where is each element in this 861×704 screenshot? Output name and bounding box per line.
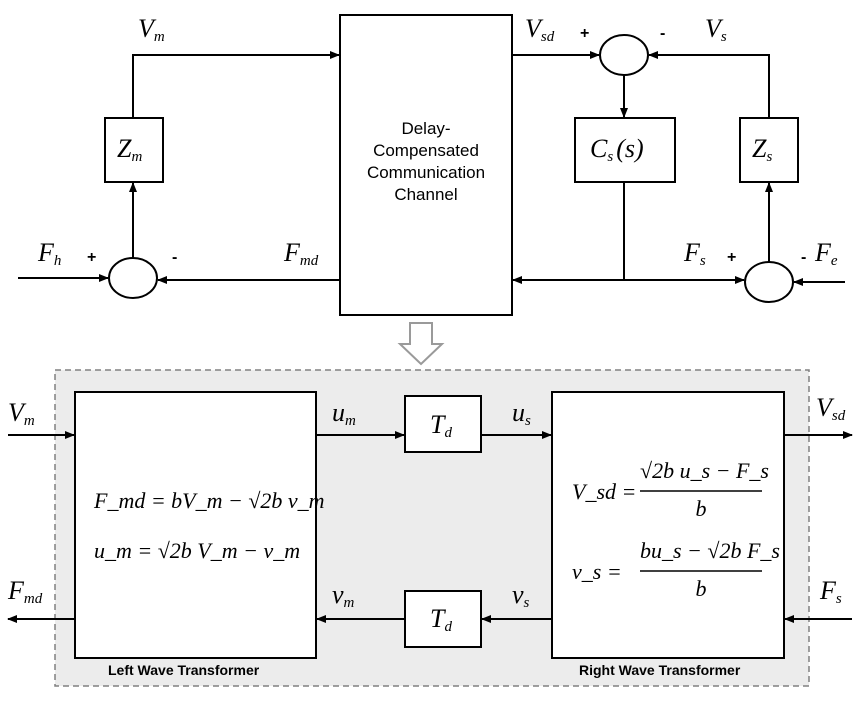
minus-sign: - [172, 249, 178, 266]
fs-in-label: Fs [820, 576, 842, 607]
channel-line: Delay- [401, 119, 451, 138]
fh-label: Fh [38, 238, 62, 269]
right-wave-transformer-box [551, 391, 785, 659]
td-label-forward: Td [430, 410, 452, 441]
fs-label: Fs [684, 238, 706, 269]
vm-in-label: Vm [8, 398, 35, 429]
zm-label: Zm [117, 134, 143, 165]
sum-junction-top-right [599, 34, 649, 76]
sum-junction-left [108, 257, 158, 299]
vs-label: Vs [705, 14, 727, 45]
right-equation-2-numerator: bu_s − √2b F_s [640, 538, 780, 563]
right-equation-2-lhs: v_s = [572, 559, 622, 584]
fmd-label: Fmd [284, 238, 319, 269]
cs-label: Cs(s) [590, 134, 644, 165]
vs-wave-label: vs [512, 580, 530, 611]
right-equation-2-denominator: b [695, 576, 707, 601]
vsd-out-label: Vsd [816, 393, 846, 424]
channel-line: Compensated [373, 141, 479, 160]
right-equation-1-denominator: b [695, 496, 707, 521]
vs-path [648, 51, 770, 118]
minus-sign: - [660, 25, 666, 42]
right-equation-1-numerator: √2b u_s − F_s [640, 458, 769, 483]
channel-line: Communication [366, 163, 486, 182]
minus-sign: - [801, 249, 807, 266]
left-equation-2: u_m = √2b V_m − v_m [94, 538, 301, 563]
left-wave-transformer-caption: Left Wave Transformer [108, 662, 260, 678]
plus-sign: + [727, 249, 737, 266]
expand-arrow-icon [397, 322, 445, 366]
channel-label: Delay- Compensated Communication Channel [342, 118, 510, 206]
td-box-forward [404, 395, 482, 453]
zs-label: Zs [752, 134, 773, 165]
fe-label: Fe [815, 238, 838, 269]
left-equation-1: F_md = bV_m − √2b v_m [94, 488, 325, 513]
zm-box [104, 117, 164, 183]
vm-path [132, 51, 340, 118]
sum-junction-bottom-right [744, 261, 794, 303]
channel-line: Channel [394, 185, 458, 204]
td-label-backward: Td [430, 604, 452, 635]
zs-box [739, 117, 799, 183]
fmd-out-label: Fmd [8, 576, 43, 607]
us-label: us [512, 398, 531, 429]
plus-sign: + [580, 25, 590, 42]
plus-sign: + [87, 249, 97, 266]
vsd-label: Vsd [525, 14, 555, 45]
vm-label: Vm [138, 14, 165, 45]
vm-wave-label: vm [332, 580, 355, 611]
um-label: um [332, 398, 356, 429]
right-equation-1-lhs: V_sd = [572, 479, 637, 504]
channel-box [339, 14, 513, 316]
right-wave-transformer-caption: Right Wave Transformer [579, 662, 741, 678]
left-wave-transformer-box [74, 391, 317, 659]
